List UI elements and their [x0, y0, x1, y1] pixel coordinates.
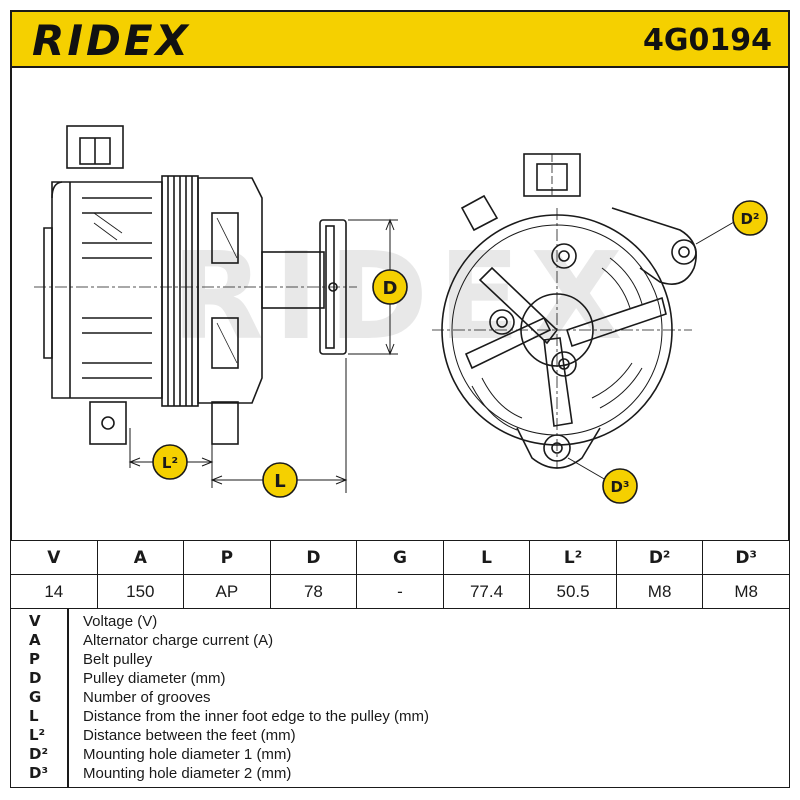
spec-header-l: L [442, 540, 531, 575]
side-shaft [261, 251, 325, 309]
legend-key: P [29, 650, 40, 668]
leader-d2 [695, 221, 735, 245]
legend-desc: Number of grooves [83, 689, 211, 706]
spec-header-row: V A P D G L L² D² D³ [10, 540, 790, 575]
spec-header-a: A [96, 540, 185, 575]
legend-desc: Pulley diameter (mm) [83, 670, 226, 687]
legend-desc: Distance between the feet (mm) [83, 727, 296, 744]
spec-value-l: 77.4 [442, 574, 531, 609]
brand-logo: RIDEX [32, 16, 191, 65]
spec-table: V A P D G L L² D² D³ 14 150 AP 78 - 77.4… [10, 540, 790, 609]
legend-desc: Mounting hole diameter 1 (mm) [83, 746, 292, 763]
legend-item: L² Distance between the feet (mm) [11, 726, 791, 745]
side-rear-housing [51, 181, 163, 399]
legend-desc: Belt pulley [83, 651, 153, 668]
legend-key: L² [29, 726, 46, 744]
spec-value-l2: 50.5 [529, 574, 617, 609]
spec-value-a: 150 [96, 574, 185, 609]
front-bolt-bottom [551, 351, 577, 377]
spec-header-g: G [356, 540, 444, 575]
legend-item: V Voltage (V) [11, 612, 791, 631]
spec-header-p: P [183, 540, 271, 575]
callout-d-label: D [383, 278, 398, 299]
side-front-housing [197, 177, 263, 404]
callout-d3-label: D³ [610, 478, 629, 496]
callout-d [372, 269, 408, 305]
legend-item: D Pulley diameter (mm) [11, 669, 791, 688]
legend-item: P Belt pulley [11, 650, 791, 669]
side-foot-right [211, 401, 239, 445]
legend-desc: Mounting hole diameter 2 (mm) [83, 765, 292, 782]
legend-divider [67, 608, 69, 788]
callout-l-label: L [274, 471, 285, 492]
legend-item: D³ Mounting hole diameter 2 (mm) [11, 764, 791, 783]
spec-value-row: 14 150 AP 78 - 77.4 50.5 M8 M8 [10, 574, 790, 609]
spec-value-d2: M8 [615, 574, 704, 609]
legend-key: G [29, 688, 42, 706]
legend-item: A Alternator charge current (A) [11, 631, 791, 650]
technical-drawing: RIDEX [10, 68, 790, 540]
front-bolt-top [551, 243, 577, 269]
legend-desc: Voltage (V) [83, 613, 158, 630]
spec-header-v: V [10, 540, 98, 575]
legend-item: L Distance from the inner foot edge to t… [11, 707, 791, 726]
side-foot-left [89, 401, 127, 445]
legend-desc: Alternator charge current (A) [83, 632, 274, 649]
legend-item: D² Mounting hole diameter 1 (mm) [11, 745, 791, 764]
legend-key: D³ [29, 764, 49, 782]
legend-desc: Distance from the inner foot edge to the… [83, 708, 429, 725]
leader-d3 [567, 457, 607, 481]
legend-key: A [29, 631, 41, 649]
spec-header-l2: L² [529, 540, 617, 575]
legend-key: D [29, 669, 42, 687]
spec-value-p: AP [183, 574, 271, 609]
legend-key: L [29, 707, 39, 725]
spec-header-d2: D² [615, 540, 704, 575]
header-bar: RIDEX 4G0194 [10, 10, 790, 68]
spec-value-v: 14 [10, 574, 98, 609]
callout-l2-label: L² [162, 454, 178, 472]
alternator-drawing: RIDEX [34, 125, 768, 504]
spec-value-g: - [356, 574, 444, 609]
front-ear-d3 [516, 427, 601, 469]
callout-l [262, 462, 298, 498]
callout-d3 [602, 468, 638, 504]
front-bolt-left [489, 309, 515, 335]
front-lug [460, 194, 499, 232]
front-ear-d2 [611, 207, 697, 285]
callout-l2 [152, 444, 188, 480]
part-number: 4G0194 [643, 23, 772, 58]
side-connector [66, 125, 124, 169]
legend-key: D² [29, 745, 49, 763]
spec-header-d3: D³ [702, 540, 790, 575]
legend: V Voltage (V) A Alternator charge curren… [10, 608, 790, 788]
callout-d2 [732, 200, 768, 236]
spec-value-d: 78 [269, 574, 358, 609]
callout-d2-label: D² [740, 210, 759, 228]
legend-key: V [29, 612, 41, 630]
legend-item: G Number of grooves [11, 688, 791, 707]
spec-value-d3: M8 [702, 574, 790, 609]
spec-header-d: D [269, 540, 358, 575]
